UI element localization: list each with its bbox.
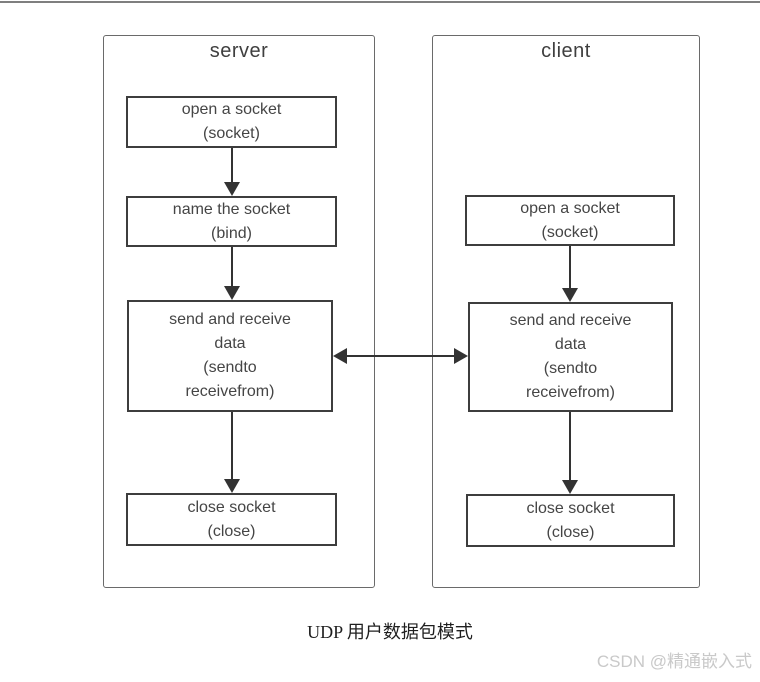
client-panel-title: client bbox=[541, 40, 591, 62]
diagram-caption: UDP 用户数据包模式 bbox=[307, 622, 473, 642]
client-arrow-exchange-to-close-icon bbox=[562, 412, 578, 494]
server-step-bind: name the socket (bind) bbox=[126, 196, 337, 247]
client-step-open-socket: open a socket (socket) bbox=[465, 195, 675, 246]
client-step-close: close socket (close) bbox=[466, 494, 675, 547]
server-step-close: close socket (close) bbox=[126, 493, 337, 546]
csdn-watermark: CSDN @精通嵌入式 bbox=[596, 652, 752, 671]
data-exchange-double-arrow-icon bbox=[333, 348, 468, 364]
server-step-open-socket: open a socket (socket) bbox=[126, 96, 337, 148]
server-arrow-exchange-to-close-icon bbox=[224, 412, 240, 493]
client-step-send-receive: send and receive data (sendto receivefro… bbox=[468, 302, 673, 412]
server-step-send-receive: send and receive data (sendto receivefro… bbox=[127, 300, 333, 412]
server-panel-title: server bbox=[209, 40, 269, 62]
server-arrow-open-to-bind-icon bbox=[224, 148, 240, 196]
top-border-line bbox=[0, 1, 760, 3]
server-arrow-bind-to-exchange-icon bbox=[224, 247, 240, 300]
client-arrow-open-to-exchange-icon bbox=[562, 246, 578, 302]
